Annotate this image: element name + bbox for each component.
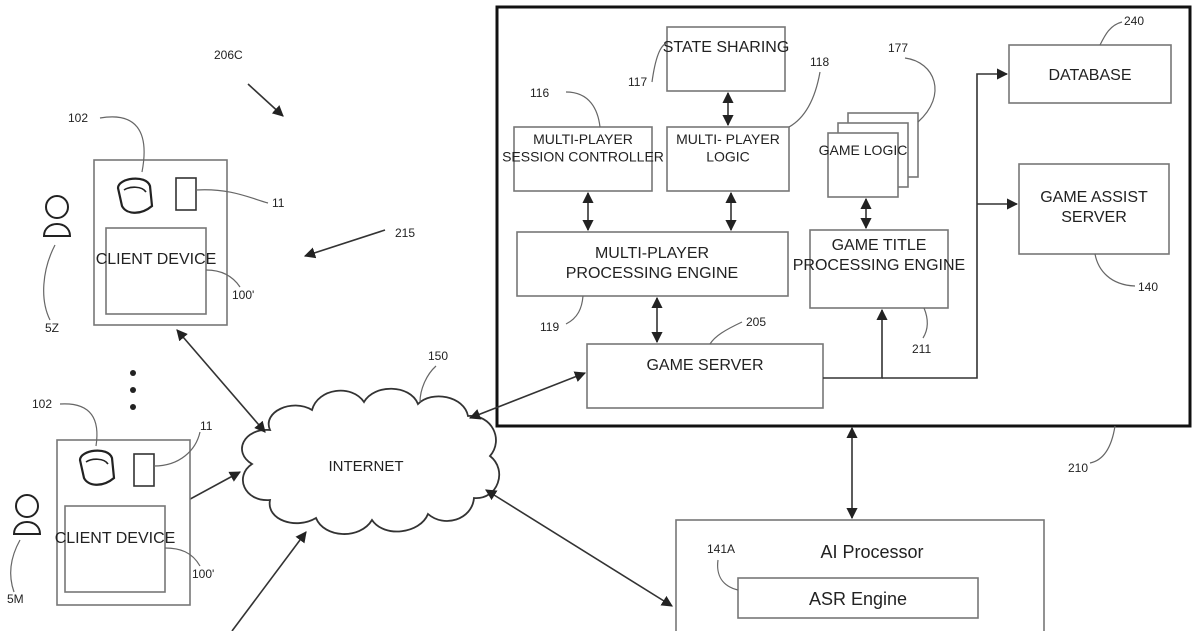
headset-icon: [78, 449, 116, 486]
ref-119: 119: [540, 320, 559, 334]
leader-240: [1099, 21, 1123, 46]
internet-cloud: [241, 387, 501, 535]
leader-5m: [10, 539, 21, 593]
ref-205: 205: [746, 315, 766, 329]
leader-100-top: [205, 269, 241, 288]
database-box: [1008, 44, 1172, 104]
leader-118: [788, 71, 821, 128]
leader-141a: [717, 559, 739, 591]
user-icon-top: [42, 195, 72, 237]
ref-177: 177: [888, 41, 908, 55]
mp-processing-engine-box: [516, 231, 789, 297]
client-top: CLIENT DEVICE 11 102 100' 5Z: [42, 111, 285, 335]
leader-102-bottom: [59, 403, 98, 447]
ref-102-bottom: 102: [32, 397, 52, 411]
ref-118: 118: [810, 55, 829, 69]
leader-116: [565, 91, 601, 128]
arrow-offscreen-internet: [231, 531, 307, 631]
arrow-internet-gameserver: [468, 371, 587, 420]
client-top-device-box: [105, 227, 207, 315]
ref-100-top: 100': [232, 288, 254, 302]
client-bottom: CLIENT DEVICE 11 102 100' 5M: [7, 397, 214, 606]
client-bottom-device-label: CLIENT DEVICE: [55, 530, 176, 547]
leader-205: [709, 321, 743, 345]
state-sharing-box: [666, 26, 786, 92]
ref-211: 211: [912, 342, 931, 356]
mp-logic-box: [666, 126, 790, 192]
client-top-device-label: CLIENT DEVICE: [96, 251, 217, 268]
arrow-internet-ai: [485, 489, 673, 607]
leader-5z: [43, 244, 56, 321]
state-sharing-label: STATE SHARING: [663, 39, 790, 56]
leader-210: [1089, 425, 1116, 464]
leader-140: [1094, 253, 1136, 287]
leader-119: [565, 295, 584, 325]
arrow-server-database: [882, 68, 1009, 379]
leader-150: [419, 365, 437, 403]
game-server-label: GAME SERVER: [646, 357, 763, 374]
arrow-client-top-internet: [176, 329, 266, 433]
leader-117: [651, 42, 668, 83]
ellipsis-dot: [130, 404, 136, 410]
ellipsis-dot: [130, 370, 136, 376]
ref-116: 116: [530, 86, 549, 100]
ref-5m: 5M: [7, 592, 24, 606]
ai-processor-label: AI Processor: [820, 542, 923, 562]
ref-140: 140: [1138, 280, 1158, 294]
leader-102-top: [99, 116, 145, 173]
client-bottom-device-box: [64, 505, 166, 593]
leader-211: [922, 307, 928, 339]
ref-11-bottom: 11: [200, 419, 213, 433]
ref-141a: 141A: [707, 542, 735, 556]
controller-icon: [133, 453, 155, 487]
controller-icon: [175, 177, 197, 211]
ref-240: 240: [1124, 14, 1144, 28]
game-logic-box: [827, 132, 899, 198]
ref-102-top: 102: [68, 111, 88, 125]
game-assist-server-box: [1018, 163, 1170, 255]
ref-206c: 206C: [214, 48, 243, 62]
database-label: DATABASE: [1049, 67, 1132, 84]
ref-11-top: 11: [272, 196, 285, 210]
ref-117: 117: [628, 75, 647, 89]
internet-label: INTERNET: [329, 458, 404, 475]
leader-100-bottom: [164, 547, 201, 567]
pointer-206c: [247, 83, 284, 117]
ref-5z: 5Z: [45, 321, 59, 335]
asr-engine-label: ASR Engine: [809, 589, 907, 609]
game-title-engine-box: [809, 229, 949, 309]
game-server-box: [586, 343, 824, 409]
mp-session-controller-box: [513, 126, 653, 192]
user-icon-bottom: [12, 494, 42, 535]
leader-11-top: [195, 189, 269, 204]
ref-150: 150: [428, 349, 448, 363]
headset-icon: [116, 177, 154, 214]
leader-11-bottom: [153, 431, 201, 467]
ref-215: 215: [395, 226, 415, 240]
pointer-215: [303, 229, 386, 259]
ref-100-bottom: 100': [192, 567, 214, 581]
ref-210: 210: [1068, 461, 1088, 475]
ellipsis-dot: [130, 387, 136, 393]
leader-177: [904, 57, 936, 123]
game-logic-label: GAME LOGIC: [819, 142, 908, 158]
asr-engine-box: [737, 577, 979, 619]
